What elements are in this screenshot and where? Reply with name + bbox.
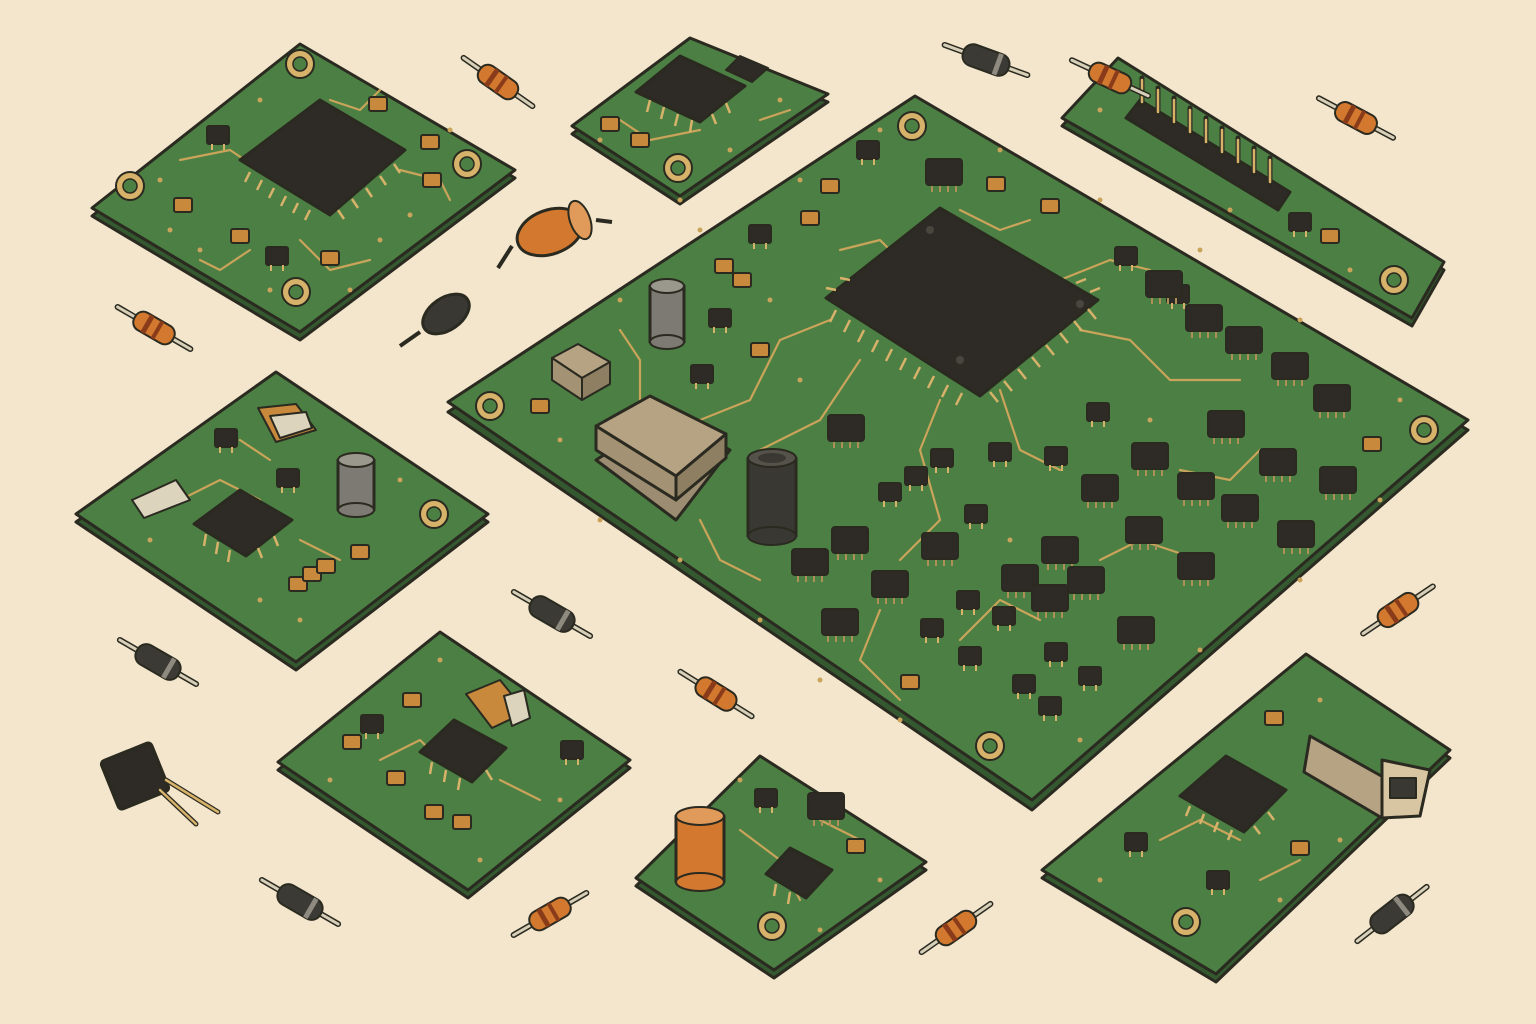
axial-resistor	[1314, 89, 1398, 146]
soic-chip	[192, 488, 294, 563]
pcb-bottom-right	[1040, 652, 1452, 984]
electrolytic-capacitor	[674, 806, 726, 892]
capacitor	[336, 452, 376, 518]
axial-diode	[114, 630, 201, 693]
axial-resistor	[1358, 578, 1439, 642]
electrolytic-capacitor-2	[746, 448, 798, 546]
axial-resistor	[458, 50, 538, 115]
qfp-chip	[238, 98, 407, 221]
axial-diode	[941, 35, 1031, 86]
soic-chip	[764, 846, 834, 905]
usb-connector	[1302, 734, 1432, 820]
axial-diode	[508, 582, 595, 645]
axial-diode	[1351, 878, 1434, 950]
loose-components	[99, 35, 1439, 961]
transistor-to92	[99, 741, 221, 827]
qfp-chip	[1178, 754, 1288, 841]
axial-diode	[256, 870, 343, 933]
axial-resistor	[113, 298, 196, 357]
pcb-top-small	[570, 36, 830, 206]
pcb-bottom-center	[634, 754, 928, 980]
axial-resistor	[916, 896, 996, 961]
loose-electrolytic	[496, 199, 613, 270]
pcb-main	[446, 94, 1470, 812]
soic-chip	[634, 54, 747, 133]
electrolytic-capacitor	[648, 278, 686, 350]
axial-resistor	[675, 663, 757, 724]
loose-capacitor-dark	[398, 292, 471, 348]
soic-chip	[418, 718, 508, 791]
pcb-mid-left	[74, 370, 490, 672]
large-qfp-chip	[824, 206, 1101, 406]
pcb-top-left	[90, 42, 517, 342]
pcb-bottom-left	[276, 630, 632, 900]
pcb-header-strip	[1060, 56, 1446, 328]
crystal	[594, 394, 732, 522]
axial-resistor	[509, 884, 592, 943]
